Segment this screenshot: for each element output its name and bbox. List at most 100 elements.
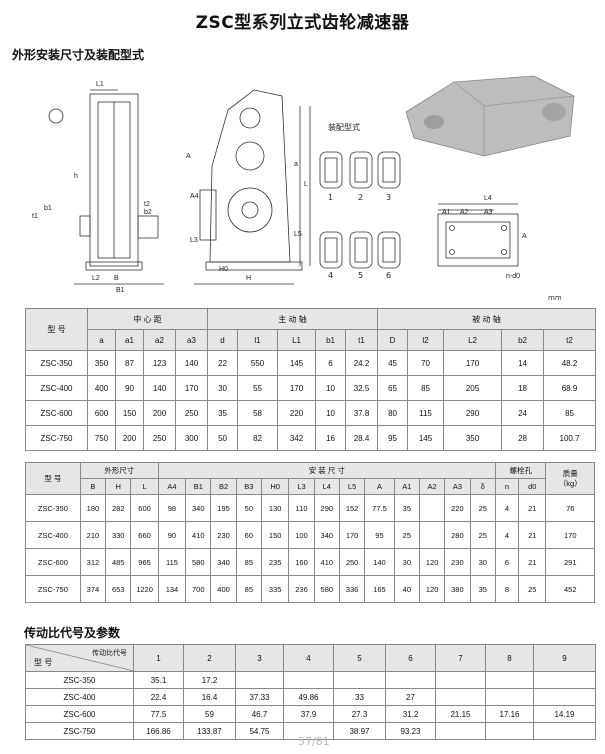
table-cell: 140 <box>174 350 209 376</box>
dim-H: H <box>246 275 251 282</box>
dim-A: A <box>186 153 191 160</box>
header-model: 型 号 <box>25 462 81 495</box>
header-outline-size: 外形尺寸 <box>79 462 159 479</box>
table-cell: 35 <box>207 400 239 426</box>
table-cell: 152 <box>338 494 366 522</box>
table-cell: 250 <box>338 548 366 576</box>
table-cell: 35 <box>469 575 496 603</box>
table-cell: 280 <box>444 521 471 549</box>
table-cell: 21 <box>518 521 547 549</box>
assembly-types <box>319 151 401 269</box>
table-cell: 18 <box>501 375 545 401</box>
table-cell: 140 <box>143 375 176 401</box>
table-cell: 50 <box>235 494 262 522</box>
assembly-num-3: 3 <box>386 193 391 202</box>
table-cell: 16.4 <box>183 688 236 706</box>
table-cell: 46.7 <box>235 705 284 723</box>
header-output-shaft: 被 动 轴 <box>377 308 597 330</box>
assembly-label: 装配型式 <box>328 122 360 132</box>
table-cell: 10 <box>315 375 347 401</box>
header-mass: 质量 （kg） <box>545 462 595 495</box>
table-cell: 35.1 <box>133 671 184 689</box>
table-cell: 290 <box>443 400 503 426</box>
table-cell: 31.2 <box>385 705 436 723</box>
front-view-housing <box>209 89 291 263</box>
table-cell: 95 <box>377 425 409 451</box>
table-cell: 25 <box>393 521 420 549</box>
table-cell: 120 <box>418 548 446 576</box>
row-mass: 76 <box>545 494 595 522</box>
table-cell: 374 <box>79 575 107 603</box>
table-cell: 170 <box>338 521 366 549</box>
table-cell: 340 <box>210 548 237 576</box>
dim-A2: A2 <box>460 209 469 216</box>
table-cell: 400 <box>210 575 237 603</box>
table-cell: 28.4 <box>345 425 379 451</box>
row-model: ZSC-750 <box>25 575 81 603</box>
table-cell: 236 <box>288 575 315 603</box>
assembly-num-5: 5 <box>358 271 363 280</box>
section-title-ratio: 传动比代号及参数 <box>24 626 121 640</box>
table-cell: 37.8 <box>345 400 379 426</box>
col-header-H: H <box>105 478 132 495</box>
table-cell: 145 <box>277 350 317 376</box>
table-cell: 350 <box>443 425 503 451</box>
table-cell: 35 <box>393 494 420 522</box>
page-title: ZSC型系列立式齿轮减速器 <box>195 13 410 33</box>
dim-A3: A3 <box>484 209 493 216</box>
row-mass: 291 <box>545 548 595 576</box>
col-header-L3: L3 <box>288 478 315 495</box>
row-model: ZSC-600 <box>25 705 134 723</box>
dim-L3: L3 <box>190 237 198 244</box>
table-cell: 195 <box>210 494 237 522</box>
table-cell: 550 <box>237 350 279 376</box>
col-header-L: L <box>130 478 159 495</box>
table-cell: 700 <box>185 575 212 603</box>
dim-A4: A4 <box>190 193 199 200</box>
col-header-B2: B2 <box>210 478 237 495</box>
table-cell <box>418 521 446 549</box>
table-cell: 33 <box>333 688 386 706</box>
table-cell: 60 <box>235 521 262 549</box>
col-header-ratio-2: 2 <box>183 644 236 672</box>
table-cell: 210 <box>79 521 107 549</box>
table-cell: 653 <box>105 575 132 603</box>
table-cell <box>485 722 534 740</box>
table-cell <box>418 494 446 522</box>
row-model: ZSC-400 <box>25 375 88 401</box>
col-header-a: a <box>87 329 116 351</box>
col-header-d: d <box>207 329 239 351</box>
table-cell: 123 <box>143 350 176 376</box>
table-cell: 77.5 <box>133 705 184 723</box>
table-cell: 85 <box>407 375 445 401</box>
table-cell: 25 <box>469 521 496 549</box>
dim-A1: A1 <box>442 209 451 216</box>
table-cell <box>533 671 596 689</box>
col-header-ratio-9: 9 <box>533 644 596 672</box>
dim-b2: b2 <box>144 209 152 216</box>
table-cell: 90 <box>115 375 144 401</box>
table-cell: 21 <box>518 548 547 576</box>
table-cell: 110 <box>288 494 315 522</box>
col-header-a2: a2 <box>143 329 176 351</box>
table-cell: 49.86 <box>283 688 334 706</box>
table-cell: 25 <box>518 575 547 603</box>
col-header-L5: L5 <box>338 478 366 495</box>
table-cell: 170 <box>277 375 317 401</box>
table-cell <box>333 671 386 689</box>
header-model: 型 号 <box>25 308 88 351</box>
table-cell: 32.5 <box>345 375 379 401</box>
row-model: ZSC-750 <box>25 722 134 740</box>
table-cell: 27.3 <box>333 705 386 723</box>
col-header-n: n <box>494 478 520 495</box>
table-cell: 77.5 <box>364 494 395 522</box>
table-cell: 70 <box>407 350 445 376</box>
table-cell: 580 <box>185 548 212 576</box>
dim-B: B <box>114 275 119 282</box>
table-cell: 4 <box>494 521 520 549</box>
col-header-A1: A1 <box>393 478 420 495</box>
table-cell: 485 <box>105 548 132 576</box>
table-cell: 10 <box>315 400 347 426</box>
table-cell: 180 <box>79 494 107 522</box>
output-gear-circle <box>227 187 273 233</box>
